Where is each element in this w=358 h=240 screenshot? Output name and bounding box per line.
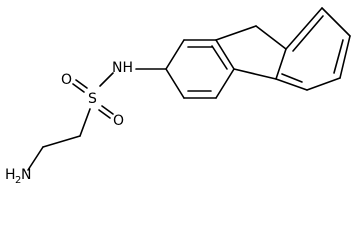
bond-lines: [27, 7, 351, 171]
bond-s-o-top-1: [75, 79, 88, 89]
bond-ring1-double-right: [211, 45, 228, 70]
bond-ring2-double-b: [333, 39, 344, 74]
bond-ring2-b: [321, 7, 351, 37]
amine-subscript: 2: [15, 175, 21, 183]
bond-ring1-d: [215, 68, 235, 99]
bond-c1-c2: [42, 135, 81, 148]
bond-ring2-e: [275, 78, 308, 91]
bond-s-o-bottom-1: [101, 105, 114, 115]
bond-s-o-top-2: [72, 83, 85, 93]
oxygen-bottom-label: O: [113, 113, 124, 129]
bond-ring2-double-c: [281, 73, 303, 83]
sulfur-label: S: [88, 91, 97, 107]
amine-n: N: [21, 167, 31, 183]
bond-ring2-d: [306, 77, 341, 91]
bond-c2-n: [27, 146, 44, 171]
structure-diagram: NH S O O H 2 N: [5, 7, 351, 183]
bond-ring1-a: [165, 39, 185, 70]
bond-five-c: [275, 48, 287, 80]
bond-ring2-a: [285, 7, 323, 50]
amine-label: H 2 N: [5, 167, 31, 183]
nh-label: NH: [112, 60, 133, 76]
bond-ring2-double-a: [292, 15, 324, 52]
bond-five-a: [215, 25, 257, 41]
oxygen-top-label: O: [61, 72, 72, 88]
bond-ring1-f: [165, 68, 185, 99]
bond-ring1-c: [215, 39, 235, 70]
bond-five-b: [255, 25, 287, 50]
bond-ring2-c: [339, 35, 351, 79]
bond-five-d: [233, 68, 277, 80]
amine-h: H: [5, 167, 16, 183]
bond-nh-s: [99, 72, 114, 87]
bond-s-c1: [79, 108, 91, 137]
bond-s-o-bottom-2: [98, 109, 111, 119]
